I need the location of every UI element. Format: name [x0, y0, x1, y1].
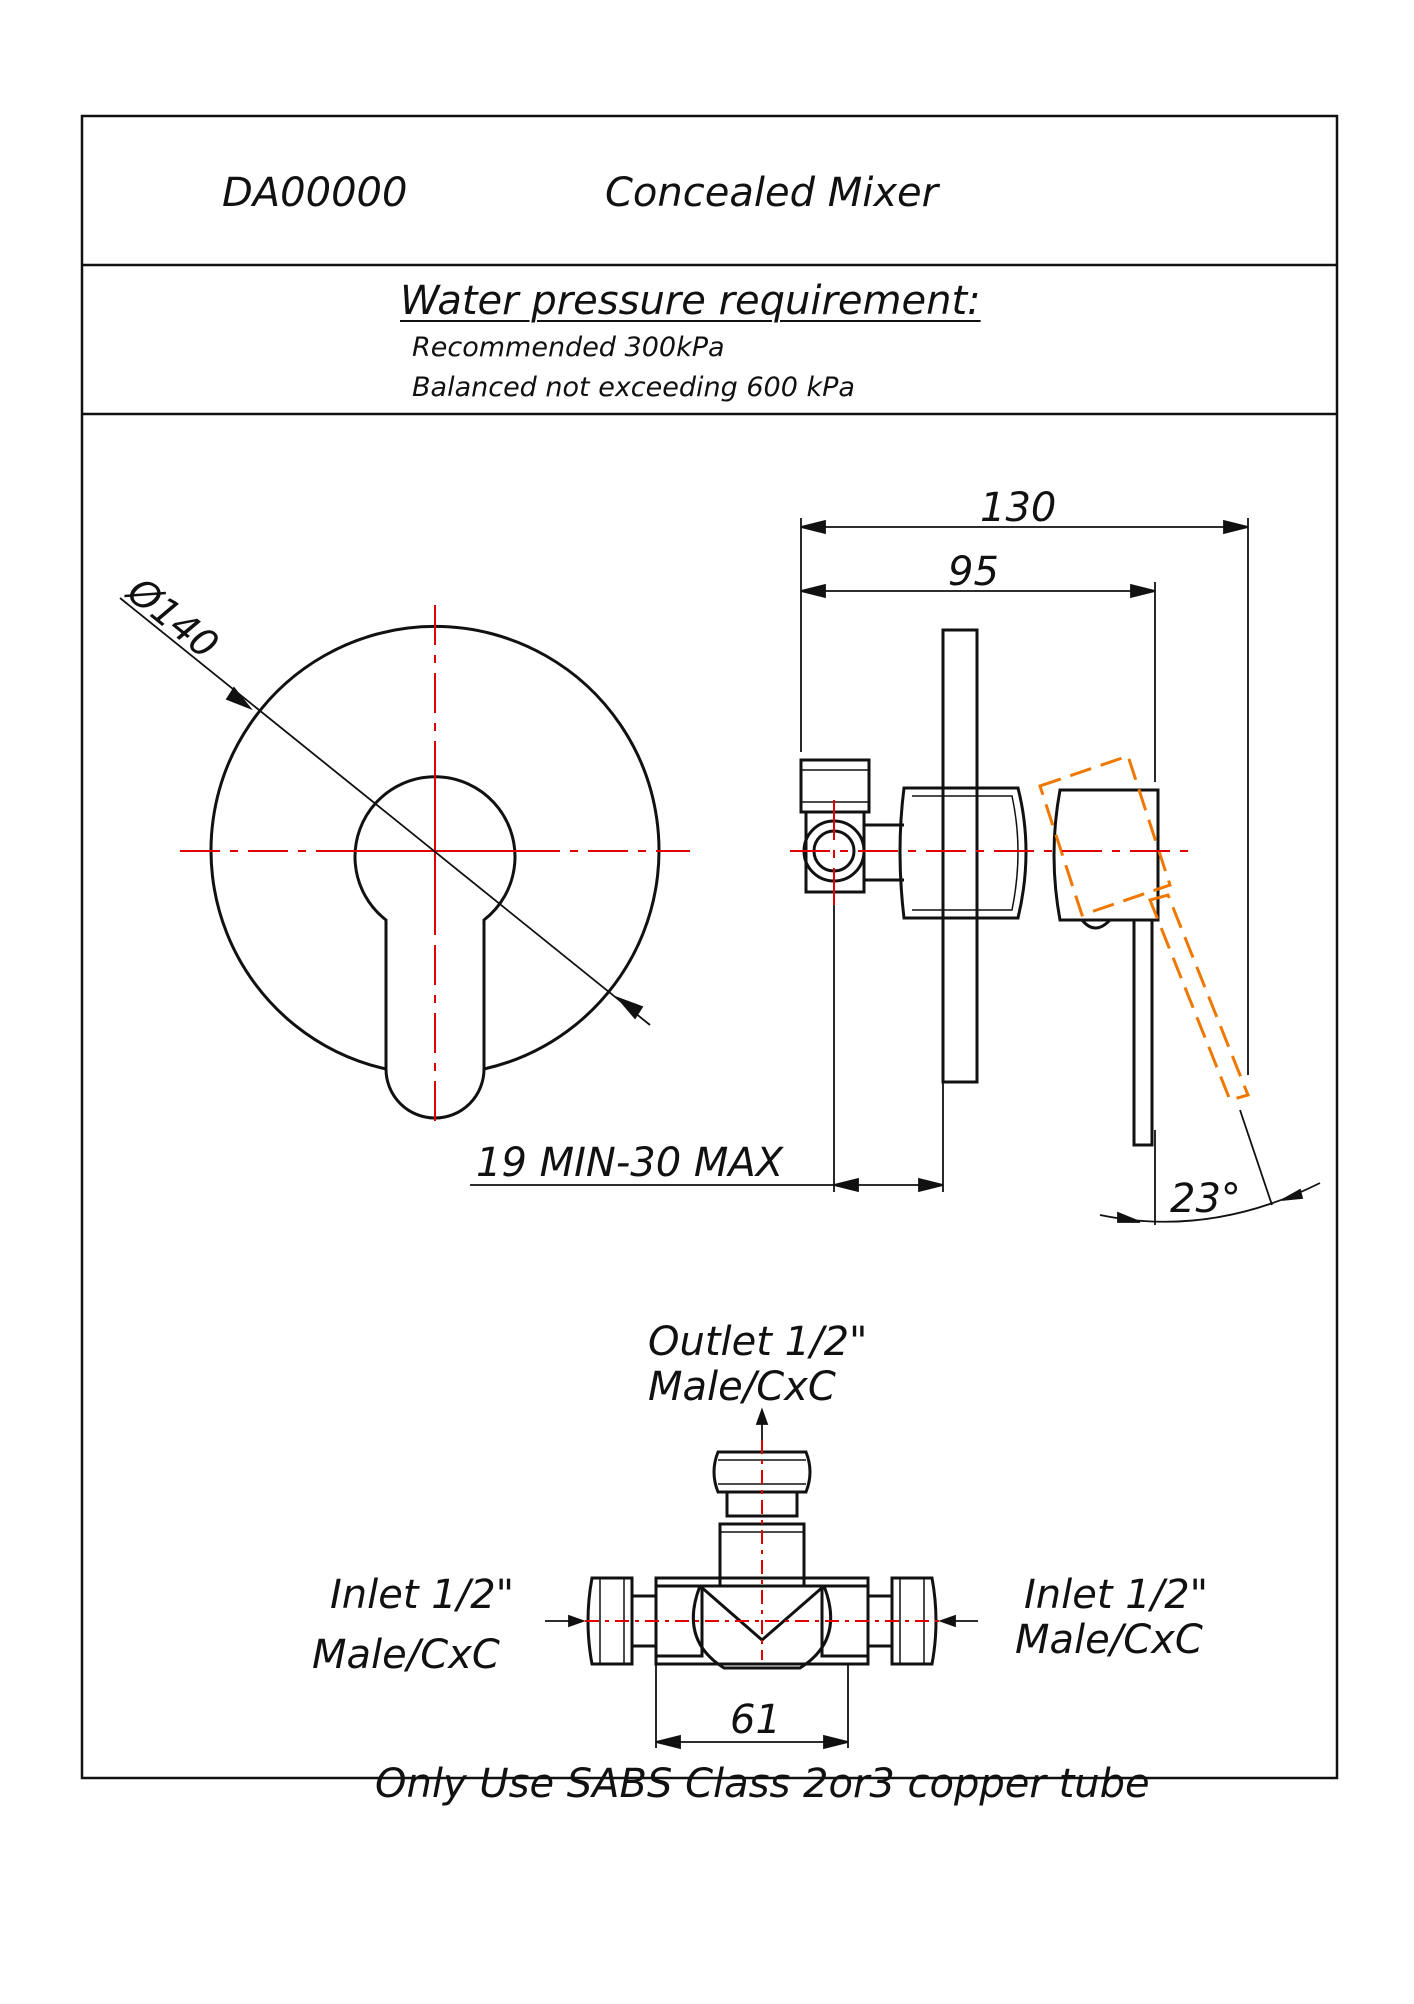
- copper-tube-note: Only Use SABS Class 2or3 copper tube: [375, 1761, 1150, 1807]
- lever-angle-dimension: [1099, 1109, 1321, 1223]
- wall-range-label: 19 MIN-30 MAX: [476, 1140, 785, 1186]
- product-title: Concealed Mixer: [605, 170, 939, 216]
- inlet-left-label-line1: Inlet 1/2": [330, 1572, 514, 1618]
- product-code: DA00000: [222, 170, 408, 216]
- pressure-heading: Water pressure requirement:: [400, 278, 981, 324]
- handle-head-side: [1052, 788, 1160, 922]
- outlet-label-line1: Outlet 1/2": [648, 1319, 867, 1365]
- inlet-left-label-line2: Male/CxC: [312, 1632, 500, 1678]
- overall-depth-dimension: [800, 519, 1249, 535]
- inlet-right-label-line2: Male/CxC: [1015, 1617, 1203, 1663]
- pressure-maximum: Balanced not exceeding 600 kPa: [412, 372, 855, 403]
- plan-view: 61 Outlet 1/2" Male/CxC Inlet 1/2" Male/…: [312, 1319, 1208, 1807]
- inlet-spacing-label: 61: [730, 1697, 781, 1743]
- cover-plate-side: [941, 628, 979, 1084]
- lever-side: [1132, 918, 1154, 1147]
- front-view: Ø140: [118, 568, 690, 1125]
- right-inlet-nut: [890, 1576, 938, 1666]
- sheet-frame: [80, 114, 1339, 1780]
- handle-pivot: [1080, 918, 1112, 930]
- front-centerlines: [180, 605, 690, 1125]
- inlet-right-label-line1: Inlet 1/2": [1024, 1572, 1208, 1618]
- valve-body-side: [898, 786, 1028, 920]
- inlet-spacing-dimension: [655, 1664, 849, 1750]
- inlet-arrows: [545, 1614, 978, 1628]
- diameter-label: Ø140: [118, 568, 227, 668]
- plan-centerlines: [585, 1440, 940, 1660]
- left-inlet-nut: [586, 1576, 634, 1666]
- outlet-label-line2: Male/CxC: [648, 1364, 836, 1410]
- diameter-dimension: [119, 597, 651, 1026]
- valve-body-inner: [912, 795, 1019, 911]
- outlet-nut: [712, 1450, 812, 1494]
- side-view: 130 95: [470, 485, 1321, 1225]
- lever-angle-label: 23°: [1170, 1176, 1241, 1222]
- side-centerlines: [790, 800, 1198, 905]
- pressure-recommended: Recommended 300kPa: [412, 332, 725, 363]
- wall-range-dimension: [470, 1177, 944, 1193]
- valve-body-plan: [691, 1584, 833, 1670]
- body-depth-dimension: [800, 583, 1156, 599]
- body-depth-label: 95: [948, 549, 999, 595]
- lever-alternate-position: [1038, 754, 1251, 1102]
- overall-depth-label: 130: [980, 485, 1056, 531]
